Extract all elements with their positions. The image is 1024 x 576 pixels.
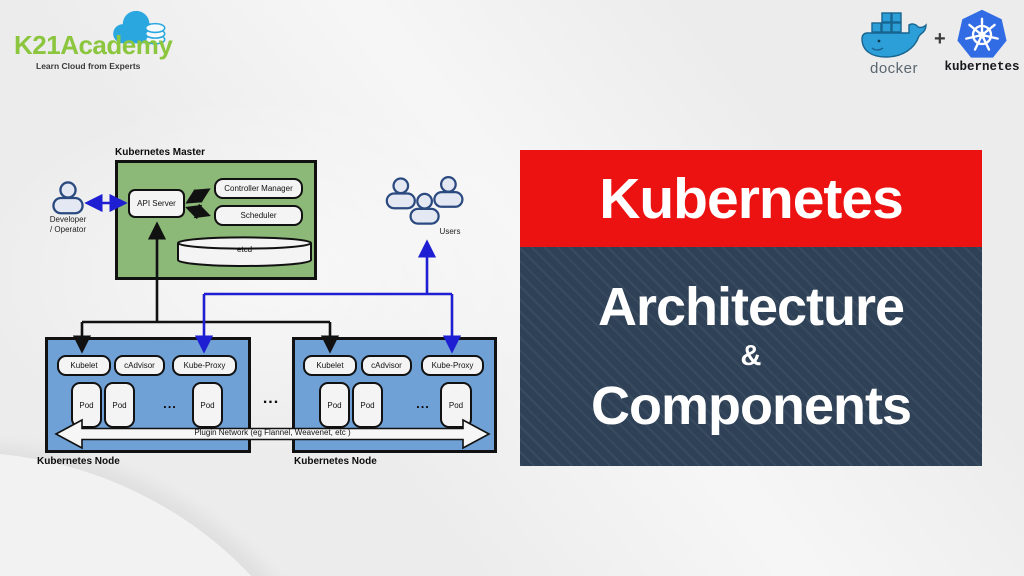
pod-box: Pod	[71, 382, 102, 428]
kubernetes-label: kubernetes	[944, 60, 1020, 74]
api-server-box: API Server	[128, 189, 185, 218]
pod-box: Pod	[440, 382, 472, 428]
logo-tagline: Learn Cloud from Experts	[36, 61, 141, 71]
cadvisor-box-right: cAdvisor	[361, 355, 412, 376]
title-banner-red: Kubernetes	[520, 150, 982, 247]
title-banner-navy: Architecture & Components	[520, 247, 982, 466]
title-line-architecture: Architecture	[597, 276, 905, 337]
title-line-ampersand: &	[740, 339, 762, 372]
scheduler-box: Scheduler	[214, 205, 303, 226]
cadvisor-box-left: cAdvisor	[114, 355, 165, 376]
pods-ellipsis: ...	[163, 396, 177, 411]
plugin-network-label: Plugin Network (eg Flannel, Weavenet, et…	[194, 428, 351, 437]
developer-person-icon	[52, 181, 84, 215]
kube-proxy-box-right: Kube-Proxy	[421, 355, 484, 376]
controller-manager-box: Controller Manager	[214, 178, 303, 199]
kubelet-box-right: Kubelet	[303, 355, 357, 376]
users-group-icon	[385, 176, 464, 225]
logo-text: K21Academy	[14, 30, 173, 60]
etcd-label: etcd	[236, 245, 253, 254]
pods-ellipsis: ...	[416, 396, 430, 411]
title-line-kubernetes: Kubernetes	[599, 166, 904, 231]
kubelet-box-left: Kubelet	[57, 355, 111, 376]
cloud-database-icon	[113, 10, 166, 45]
docker-whale-icon	[861, 12, 927, 58]
pod-box: Pod	[104, 382, 135, 428]
node-label-right: Kubernetes Node	[294, 456, 377, 467]
plus-sign: +	[934, 28, 946, 50]
k21academy-logo: K21Academy Learn Cloud from Experts	[12, 6, 182, 78]
partner-logos: docker + kubernetes	[850, 4, 1024, 84]
master-title: Kubernetes Master	[115, 147, 206, 158]
developer-label: Developer / Operator	[49, 215, 87, 234]
kube-proxy-box-left: Kube-Proxy	[172, 355, 237, 376]
pod-box: Pod	[352, 382, 383, 428]
pod-box: Pod	[319, 382, 350, 428]
etcd-cylinder: etcd	[176, 236, 313, 268]
title-line-components: Components	[591, 375, 912, 436]
nodes-gap-ellipsis: ...	[262, 390, 280, 407]
kubernetes-helm-icon	[957, 9, 1007, 58]
pod-box: Pod	[192, 382, 223, 428]
users-label: Users	[439, 227, 461, 236]
docker-label: docker	[869, 60, 919, 77]
node-label-left: Kubernetes Node	[37, 456, 120, 467]
